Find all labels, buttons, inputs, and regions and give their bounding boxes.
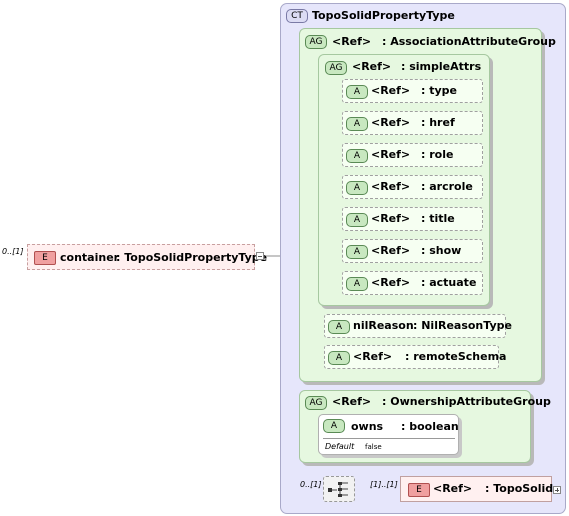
- attribute-badge-icon: A: [346, 245, 368, 259]
- complex-type-badge-icon: CT: [286, 9, 308, 23]
- attribute-badge-icon: A: [346, 213, 368, 227]
- root-element-container[interactable]: E container : TopoSolidPropertyType: [27, 244, 267, 270]
- attribute-ref: <Ref>: [371, 212, 411, 225]
- attribute-name: : actuate: [421, 276, 477, 289]
- root-element-type: : TopoSolidPropertyType: [116, 251, 268, 264]
- sequence-icon: [328, 482, 348, 497]
- child-element-ref: <Ref>: [433, 482, 473, 495]
- attribute-ref: <Ref>: [371, 148, 411, 161]
- attribute-group-badge-icon: AG: [325, 61, 347, 75]
- attribute-ref: <Ref>: [371, 244, 411, 257]
- attribute-badge-icon: A: [328, 320, 350, 334]
- child-element-topo-solid[interactable]: E <Ref> : TopoSolid: [400, 476, 554, 502]
- attribute-name: : arcrole: [421, 180, 473, 193]
- attribute-badge-icon: A: [346, 181, 368, 195]
- attribute-name: nilReason: [353, 319, 414, 332]
- attribute-badge-icon: A: [346, 277, 368, 291]
- attribute-owns[interactable]: A owns : boolean Default false: [318, 414, 459, 455]
- attribute-badge-icon: A: [323, 419, 345, 433]
- attribute-badge-icon: A: [346, 117, 368, 131]
- divider: [323, 438, 455, 439]
- attribute-type: : NilReasonType: [413, 319, 512, 332]
- simple-attrs-type: : simpleAttrs: [401, 60, 482, 73]
- attribute-group-badge-icon: AG: [305, 396, 327, 410]
- association-group-ref: <Ref>: [332, 35, 372, 48]
- attribute-href[interactable]: A <Ref> : href: [342, 111, 483, 135]
- collapse-icon[interactable]: [256, 252, 264, 260]
- association-group-type: : AssociationAttributeGroup: [382, 35, 556, 48]
- attribute-badge-icon: A: [346, 85, 368, 99]
- attribute-title[interactable]: A <Ref> : title: [342, 207, 483, 231]
- attribute-actuate[interactable]: A <Ref> : actuate: [342, 271, 483, 295]
- attribute-name: : role: [421, 148, 454, 161]
- ownership-group-ref: <Ref>: [332, 395, 372, 408]
- complex-type-name: TopoSolidPropertyType: [312, 9, 455, 22]
- attribute-group-badge-icon: AG: [305, 35, 327, 49]
- attribute-type: : boolean: [401, 420, 459, 433]
- element-badge-icon: E: [408, 483, 430, 497]
- attribute-ref: <Ref>: [353, 350, 393, 363]
- element-badge-icon: E: [34, 251, 56, 265]
- attribute-name: : type: [421, 84, 457, 97]
- attribute-badge-icon: A: [328, 351, 350, 365]
- attribute-ref: <Ref>: [371, 276, 411, 289]
- attribute-name: : show: [421, 244, 462, 257]
- ownership-group-type: : OwnershipAttributeGroup: [382, 395, 551, 408]
- attribute-show[interactable]: A <Ref> : show: [342, 239, 483, 263]
- child-occurrence: [1]..[1]: [370, 480, 398, 489]
- sequence-compositor[interactable]: [323, 476, 355, 502]
- attribute-role[interactable]: A <Ref> : role: [342, 143, 483, 167]
- default-label: Default: [325, 442, 355, 451]
- default-value: false: [365, 443, 382, 451]
- root-element-name: container: [60, 251, 120, 264]
- attribute-ref: <Ref>: [371, 180, 411, 193]
- simple-attrs-ref: <Ref>: [352, 60, 392, 73]
- attribute-name: : remoteSchema: [405, 350, 507, 363]
- attribute-name: : title: [421, 212, 455, 225]
- attribute-ref: <Ref>: [371, 84, 411, 97]
- child-element-type: : TopoSolid: [485, 482, 554, 495]
- attribute-badge-icon: A: [346, 149, 368, 163]
- attribute-remote-schema[interactable]: A <Ref> : remoteSchema: [324, 345, 506, 369]
- attribute-arcrole[interactable]: A <Ref> : arcrole: [342, 175, 483, 199]
- attribute-name: owns: [351, 420, 384, 433]
- attribute-ref: <Ref>: [371, 116, 411, 129]
- attribute-type[interactable]: A <Ref> : type: [342, 79, 483, 103]
- root-occurrence: 0..[1]: [2, 247, 24, 256]
- attribute-nil-reason[interactable]: A nilReason : NilReasonType: [324, 314, 512, 338]
- attribute-name: : href: [421, 116, 455, 129]
- sequence-occurrence: 0..[1]: [300, 480, 322, 489]
- expand-icon[interactable]: [553, 486, 561, 494]
